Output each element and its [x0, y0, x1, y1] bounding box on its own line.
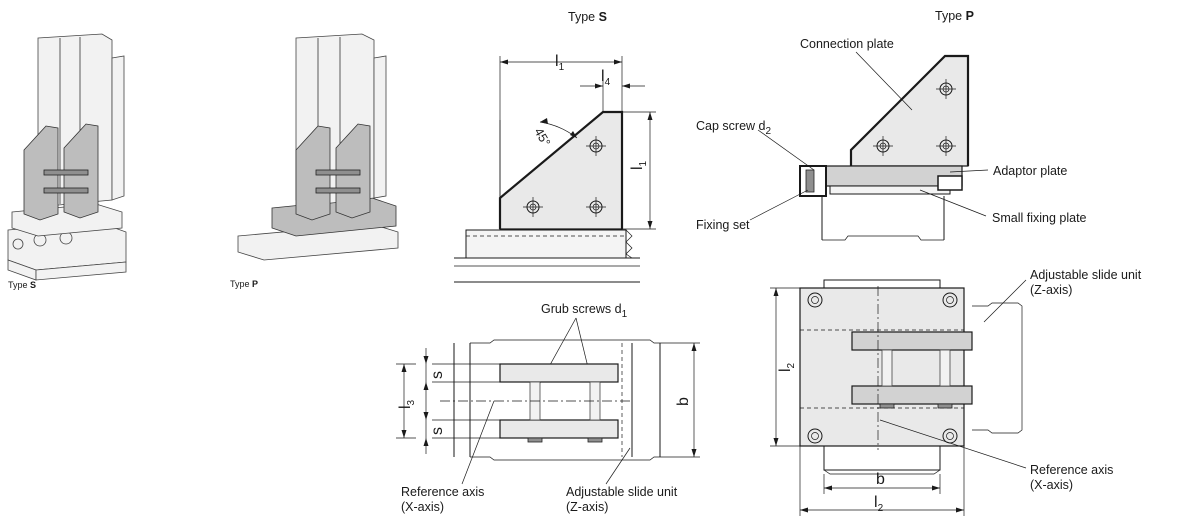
type-p-connection-plate-leader — [855, 51, 913, 111]
type-p-slide-bar-upper — [851, 331, 973, 351]
iso-s-caption: Type S — [8, 280, 36, 290]
ref-axis-label-s-2: (X-axis) — [401, 500, 444, 514]
iso-p-bracket-left — [295, 125, 331, 221]
iso-s-base-side — [35, 261, 127, 281]
ref-axis-label-s-1: Reference axis — [401, 485, 484, 499]
l2-bottom-label: l2 — [874, 494, 884, 514]
l2-side-label: l2 — [777, 362, 797, 372]
type-s-angle-label: 45° — [531, 126, 553, 149]
type-p-hole-group — [873, 79, 956, 156]
slide-leader-s — [605, 447, 631, 485]
l3-label: l3 — [397, 399, 417, 409]
type-p-small-fixing-plate — [829, 185, 951, 195]
type-s-l1-top-label: l1 — [555, 53, 565, 73]
slide-label-s-1: Adjustable slide unit — [566, 485, 678, 499]
iso-view-type-s: Type S — [7, 33, 127, 290]
b-label-p: b — [876, 471, 885, 488]
type-p-cap-screw-leader — [757, 129, 815, 171]
iso-p-caption: Type P — [230, 279, 258, 289]
type-p-fixing-set-leader — [749, 189, 809, 221]
s-upper-label: s — [429, 371, 446, 379]
type-p-top-hole-group — [807, 292, 958, 444]
ref-axis-leader-p — [879, 419, 1027, 469]
type-p-plate-outline — [849, 54, 970, 166]
type-p-adaptor-plate-label: Adaptor plate — [993, 164, 1067, 178]
b-label-s: b — [675, 397, 692, 406]
type-s-hole-group — [523, 136, 606, 217]
type-s-l4-label: l4 — [601, 68, 611, 88]
type-p-small-fixing-plate-leader — [919, 189, 987, 217]
type-p-cap-screw-label: Cap screw d2 — [696, 119, 771, 137]
type-p-adaptor-plate-leader — [949, 169, 989, 173]
type-p-fixing-set-label: Fixing set — [696, 218, 750, 232]
type-s-side-view: Type S l1 l4 — [454, 10, 656, 283]
ref-axis-leader-s — [461, 400, 495, 485]
iso-s-vertical-side — [111, 55, 125, 201]
type-s-top-view: Grub screws d1 s s l3 — [396, 302, 700, 514]
slide-leader-p — [983, 279, 1027, 323]
type-p-top-view: l2 b l2 Adjustable slide unit (Z-axis) R… — [770, 268, 1142, 516]
ref-axis-label-p-2: (X-axis) — [1030, 478, 1073, 492]
iso-s-pin-1 — [43, 169, 89, 176]
type-p-header: Type P — [935, 9, 974, 23]
type-p-cap-screw — [805, 169, 815, 193]
type-s-connection-plate — [499, 111, 623, 230]
type-s-l1-side-label: l1 — [629, 160, 649, 170]
iso-s-pin-2 — [43, 187, 89, 194]
slide-label-p-2: (Z-axis) — [1030, 283, 1072, 297]
type-s-header: Type S — [568, 10, 607, 24]
iso-p-pin-2 — [315, 187, 361, 194]
slide-label-p-1: Adjustable slide unit — [1030, 268, 1142, 282]
iso-p-vertical-side — [373, 55, 387, 199]
type-p-slide-bar-lower — [851, 385, 973, 405]
ref-axis-label-p-1: Reference axis — [1030, 463, 1113, 477]
grub-screws-label: Grub screws d1 — [541, 302, 628, 320]
slide-label-s-2: (Z-axis) — [566, 500, 608, 514]
type-p-side-view: Type P Connection plate Cap screw d2 Ada… — [696, 9, 1087, 241]
iso-p-pin-1 — [315, 169, 361, 176]
iso-s-slot-3 — [12, 238, 24, 250]
type-s-base-rail — [465, 229, 627, 259]
type-s-top-plate-upper — [499, 363, 619, 383]
iso-view-type-p: Type P — [230, 33, 399, 289]
type-p-small-fixing-plate-label: Small fixing plate — [992, 211, 1087, 225]
s-lower-label: s — [429, 427, 446, 435]
iso-s-bracket-left — [23, 125, 59, 221]
type-s-top-plate-lower — [499, 419, 619, 439]
type-p-connection-plate-label: Connection plate — [800, 37, 894, 51]
